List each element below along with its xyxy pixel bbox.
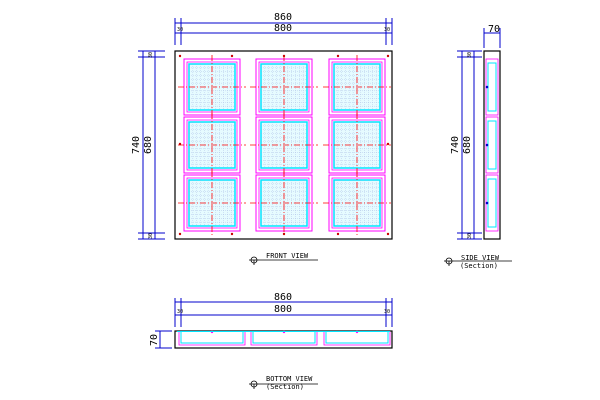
bottom-frame (250, 332, 318, 346)
bottom-view-title: BOTTOM VIEW (266, 375, 313, 383)
fixing-point (386, 142, 390, 146)
front-dim-800: 800 (274, 23, 292, 34)
bottom-dim-30-right: 30 (384, 309, 390, 315)
side-dim-30-bottom: 30 (467, 233, 473, 239)
fixing-point (386, 54, 390, 58)
fixing-point (485, 201, 489, 205)
front-dim-30-top: 30 (148, 52, 154, 58)
bottom-dim-70: 70 (149, 334, 160, 346)
bottom-frame (323, 332, 391, 346)
front-dim-30-right: 30 (384, 27, 390, 33)
side-dim-680: 680 (462, 136, 473, 154)
glass-panel (178, 171, 246, 235)
side-dim-740: 740 (450, 136, 461, 154)
fixing-point (230, 54, 234, 58)
front-view-title: FRONT VIEW (266, 252, 309, 260)
bottom-view (155, 298, 393, 389)
glass-panel (178, 113, 246, 177)
bottom-glass (180, 332, 244, 344)
side-view (444, 28, 512, 266)
glass-panel (250, 171, 318, 235)
glass-panel (323, 55, 391, 119)
fixing-point (282, 232, 286, 236)
fixing-point (178, 54, 182, 58)
fixing-point (336, 232, 340, 236)
fixing-point (282, 54, 286, 58)
side-view-title: SIDE VIEW (461, 254, 500, 262)
fixing-point (336, 54, 340, 58)
side-dim-30-top: 30 (467, 52, 473, 58)
front-dim-860: 860 (274, 12, 292, 23)
side-view-subtitle: (Section) (460, 262, 498, 270)
glass-panel (323, 171, 391, 235)
fixing-point (386, 232, 390, 236)
side-dim-70: 70 (488, 24, 500, 35)
bottom-glass (252, 332, 316, 344)
bottom-frame (178, 332, 246, 346)
bottom-dim-30-left: 30 (177, 309, 183, 315)
glass-panel (323, 113, 391, 177)
front-dim-30-bottom: 30 (148, 233, 154, 239)
bottom-outline (174, 330, 393, 349)
glass-panel (250, 55, 318, 119)
fixing-point (485, 85, 489, 89)
bottom-glass (325, 332, 389, 344)
front-dim-30-left: 30 (177, 27, 183, 33)
bottom-dim-800: 800 (274, 304, 292, 315)
front-view (138, 18, 393, 265)
fixing-point (178, 142, 182, 146)
fixing-point (178, 232, 182, 236)
fixing-point (485, 143, 489, 147)
glass-panel (250, 113, 318, 177)
fixing-point (230, 232, 234, 236)
bottom-view-subtitle: (Section) (266, 383, 304, 391)
front-dim-740: 740 (131, 136, 142, 154)
front-dim-680: 680 (143, 136, 154, 154)
bottom-dim-860: 860 (274, 292, 292, 303)
